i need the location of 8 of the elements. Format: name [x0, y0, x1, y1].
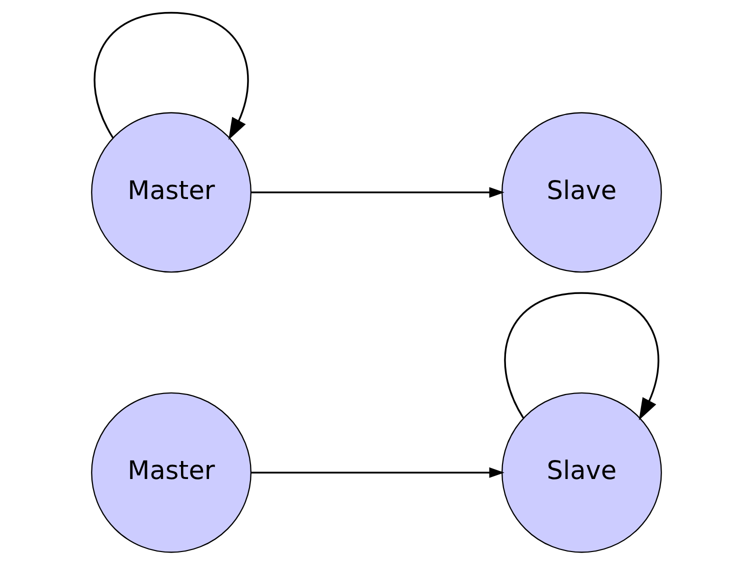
arrow — [94, 12, 249, 140]
node-circle: Master — [91, 112, 252, 273]
arrow — [504, 292, 660, 420]
arrow — [251, 187, 504, 198]
node-circle: Slave — [501, 112, 662, 273]
node-circle: Master — [91, 392, 252, 553]
node-circle: Slave — [501, 392, 662, 553]
arrow — [251, 467, 504, 478]
